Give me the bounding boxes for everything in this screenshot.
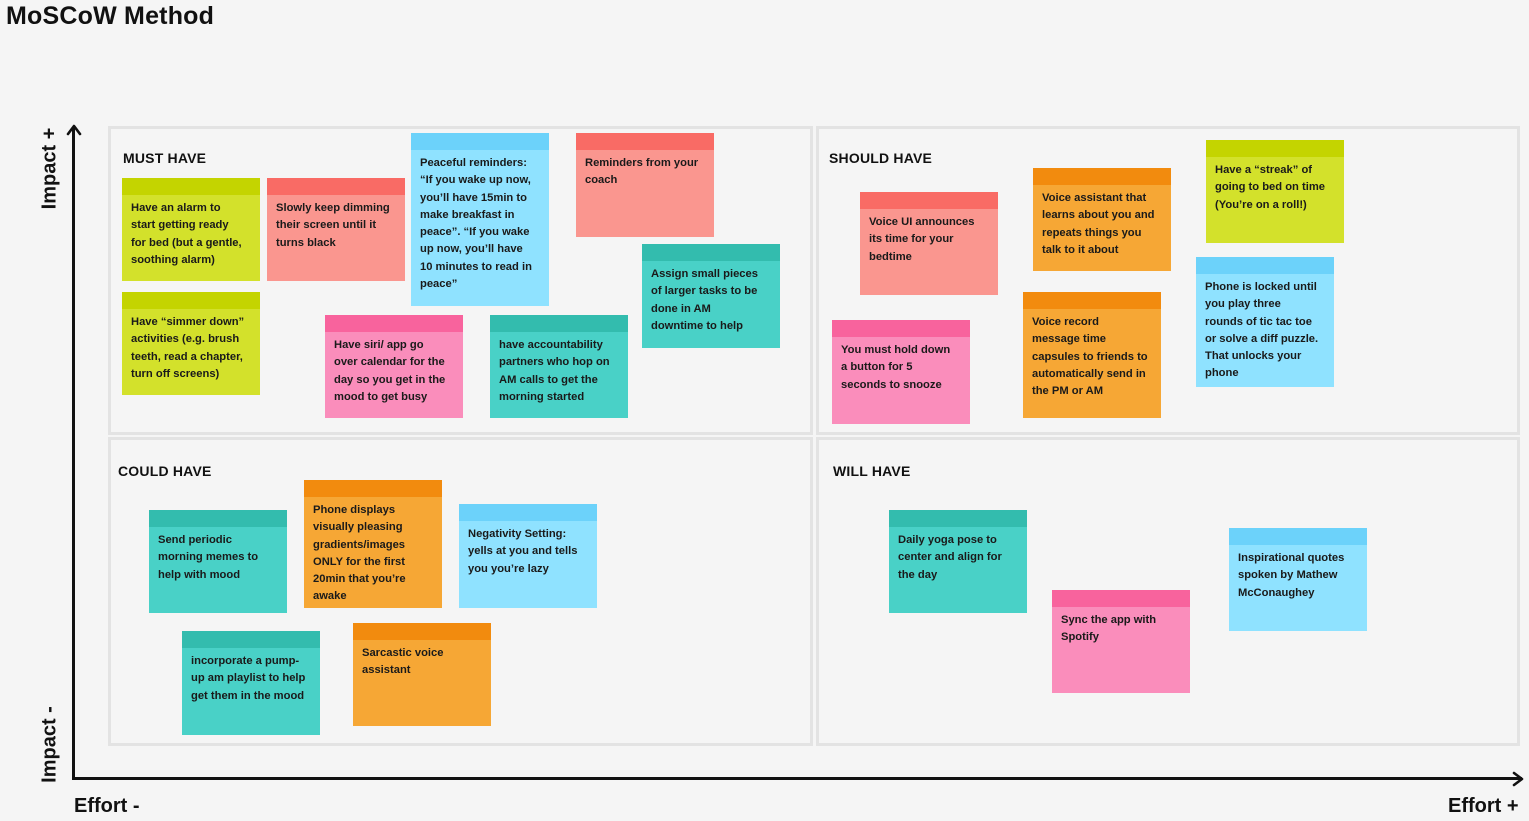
sticky-note-text: Phone displays visually pleasing gradien… xyxy=(313,504,406,603)
sticky-note-text: have accountability partners who hop on … xyxy=(499,339,610,403)
quadrant-label-must-have: MUST HAVE xyxy=(123,150,207,166)
sticky-note[interactable]: Voice UI announces its time for your bed… xyxy=(860,192,998,295)
sticky-note[interactable]: Have an alarm to start getting ready for… xyxy=(122,178,260,281)
sticky-note[interactable]: Voice record message time capsules to fr… xyxy=(1023,292,1161,418)
sticky-note[interactable]: Send periodic morning memes to help with… xyxy=(149,510,287,613)
sticky-note-text: Voice UI announces its time for your bed… xyxy=(869,216,975,263)
sticky-note-text: Sarcastic voice assistant xyxy=(362,647,444,677)
sticky-note-text: Have siri/ app go over calendar for the … xyxy=(334,339,446,403)
sticky-note-text: Assign small pieces of larger tasks to b… xyxy=(651,268,758,332)
sticky-note-text: Peaceful reminders: “If you wake up now,… xyxy=(420,157,532,291)
axis-label-effort-plus: Effort + xyxy=(1448,795,1519,817)
sticky-note-text: Negativity Setting: yells at you and tel… xyxy=(468,528,578,575)
sticky-note[interactable]: Phone displays visually pleasing gradien… xyxy=(304,480,442,608)
sticky-note-text: incorporate a pump- up am playlist to he… xyxy=(191,655,306,702)
quadrant-label-will-have: WILL HAVE xyxy=(833,463,911,479)
sticky-note-text: Have an alarm to start getting ready for… xyxy=(131,202,242,266)
sticky-note[interactable]: Sarcastic voice assistant xyxy=(353,623,491,726)
sticky-note-text: You must hold down a button for 5 second… xyxy=(841,344,951,391)
sticky-note[interactable]: Voice assistant that learns about you an… xyxy=(1033,168,1171,271)
sticky-note-text: Voice record message time capsules to fr… xyxy=(1032,316,1148,398)
sticky-note[interactable]: Peaceful reminders: “If you wake up now,… xyxy=(411,133,549,306)
sticky-note-text: Slowly keep dimming their screen until i… xyxy=(276,202,390,249)
sticky-note[interactable]: have accountability partners who hop on … xyxy=(490,315,628,418)
sticky-note[interactable]: Inspirational quotes spoken by Mathew Mc… xyxy=(1229,528,1367,631)
sticky-note[interactable]: Daily yoga pose to center and align for … xyxy=(889,510,1027,613)
sticky-note[interactable]: You must hold down a button for 5 second… xyxy=(832,320,970,424)
axis-label-effort-minus: Effort - xyxy=(74,795,140,817)
quadrant-label-should-have: SHOULD HAVE xyxy=(829,150,933,166)
sticky-note[interactable]: Have a “streak” of going to bed on time … xyxy=(1206,140,1344,243)
sticky-note-text: Voice assistant that learns about you an… xyxy=(1042,192,1155,256)
sticky-note[interactable]: Reminders from your coach xyxy=(576,133,714,237)
sticky-note[interactable]: incorporate a pump- up am playlist to he… xyxy=(182,631,320,735)
arrow-right-icon xyxy=(1512,771,1524,787)
sticky-note[interactable]: Have “simmer down” activities (e.g. brus… xyxy=(122,292,260,395)
y-axis-line xyxy=(72,128,75,780)
sticky-note-text: Have “simmer down” activities (e.g. brus… xyxy=(131,316,245,380)
sticky-note[interactable]: Have siri/ app go over calendar for the … xyxy=(325,315,463,418)
sticky-note[interactable]: Sync the app with Spotify xyxy=(1052,590,1190,693)
sticky-note[interactable]: Assign small pieces of larger tasks to b… xyxy=(642,244,780,348)
sticky-note-text: Reminders from your coach xyxy=(585,157,699,187)
quadrant-label-could-have: COULD HAVE xyxy=(118,463,212,479)
sticky-note-text: Phone is locked until you play three rou… xyxy=(1205,281,1319,380)
sticky-note-text: Daily yoga pose to center and align for … xyxy=(898,534,1002,581)
axis-label-impact-plus: Impact + xyxy=(38,127,61,210)
sticky-note-text: Sync the app with Spotify xyxy=(1061,614,1157,644)
page-title: MoSCoW Method xyxy=(6,2,215,30)
sticky-note[interactable]: Phone is locked until you play three rou… xyxy=(1196,257,1334,387)
axis-label-impact-minus: Impact - xyxy=(38,706,61,783)
arrow-up-icon xyxy=(66,124,82,136)
sticky-note[interactable]: Slowly keep dimming their screen until i… xyxy=(267,178,405,281)
x-axis-line xyxy=(72,777,1522,780)
sticky-note-text: Have a “streak” of going to bed on time … xyxy=(1215,164,1325,211)
sticky-note[interactable]: Negativity Setting: yells at you and tel… xyxy=(459,504,597,608)
sticky-note-text: Inspirational quotes spoken by Mathew Mc… xyxy=(1238,552,1345,599)
sticky-note-text: Send periodic morning memes to help with… xyxy=(158,534,259,581)
